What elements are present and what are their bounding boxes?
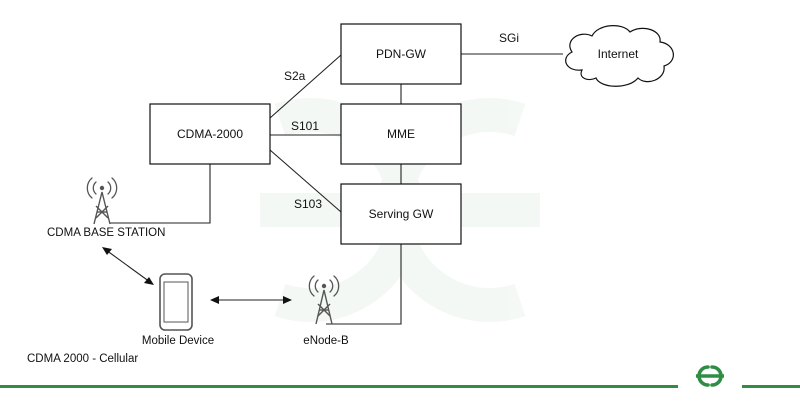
- enodeb-tower-icon: [308, 275, 340, 325]
- serving-gw-label: Serving GW: [369, 207, 434, 221]
- cdma-base-station-label: CDMA BASE STATION: [47, 227, 165, 239]
- pdn-gw-label: PDN-GW: [376, 47, 427, 61]
- internet-label: Internet: [598, 47, 639, 61]
- link-s103: [269, 149, 342, 213]
- arrow-mobile-enodeb: [210, 296, 292, 304]
- link-sgw-enodeb: [326, 244, 402, 325]
- pdn-gw-node[interactable]: PDN-GW: [340, 23, 462, 85]
- sgi-label: SGi: [499, 31, 519, 45]
- mobile-device-icon[interactable]: [159, 273, 193, 331]
- mme-label: MME: [387, 127, 415, 141]
- arrow-basestation-mobile: [102, 247, 154, 285]
- cdma-tower-icon: [86, 177, 118, 225]
- diagram-caption: CDMA 2000 - Cellular: [27, 353, 138, 365]
- link-cdma-basestation: [110, 164, 211, 224]
- mme-node[interactable]: MME: [340, 103, 462, 165]
- cdma2000-node[interactable]: CDMA-2000: [149, 103, 271, 165]
- footer-bar-left: [0, 385, 678, 388]
- enodeb-label: eNode-B: [303, 335, 349, 347]
- internet-cloud[interactable]: Internet: [565, 25, 674, 87]
- footer-bar-right: [742, 385, 800, 388]
- mobile-device-label: Mobile Device: [142, 335, 214, 347]
- s2a-label: S2a: [284, 69, 306, 83]
- geeksforgeeks-logo-icon: [696, 365, 724, 387]
- serving-gw-node[interactable]: Serving GW: [340, 183, 462, 245]
- s101-label: S101: [291, 119, 319, 133]
- cdma2000-label: CDMA-2000: [177, 127, 243, 141]
- link-s2a: [269, 54, 342, 119]
- s103-label: S103: [294, 197, 322, 211]
